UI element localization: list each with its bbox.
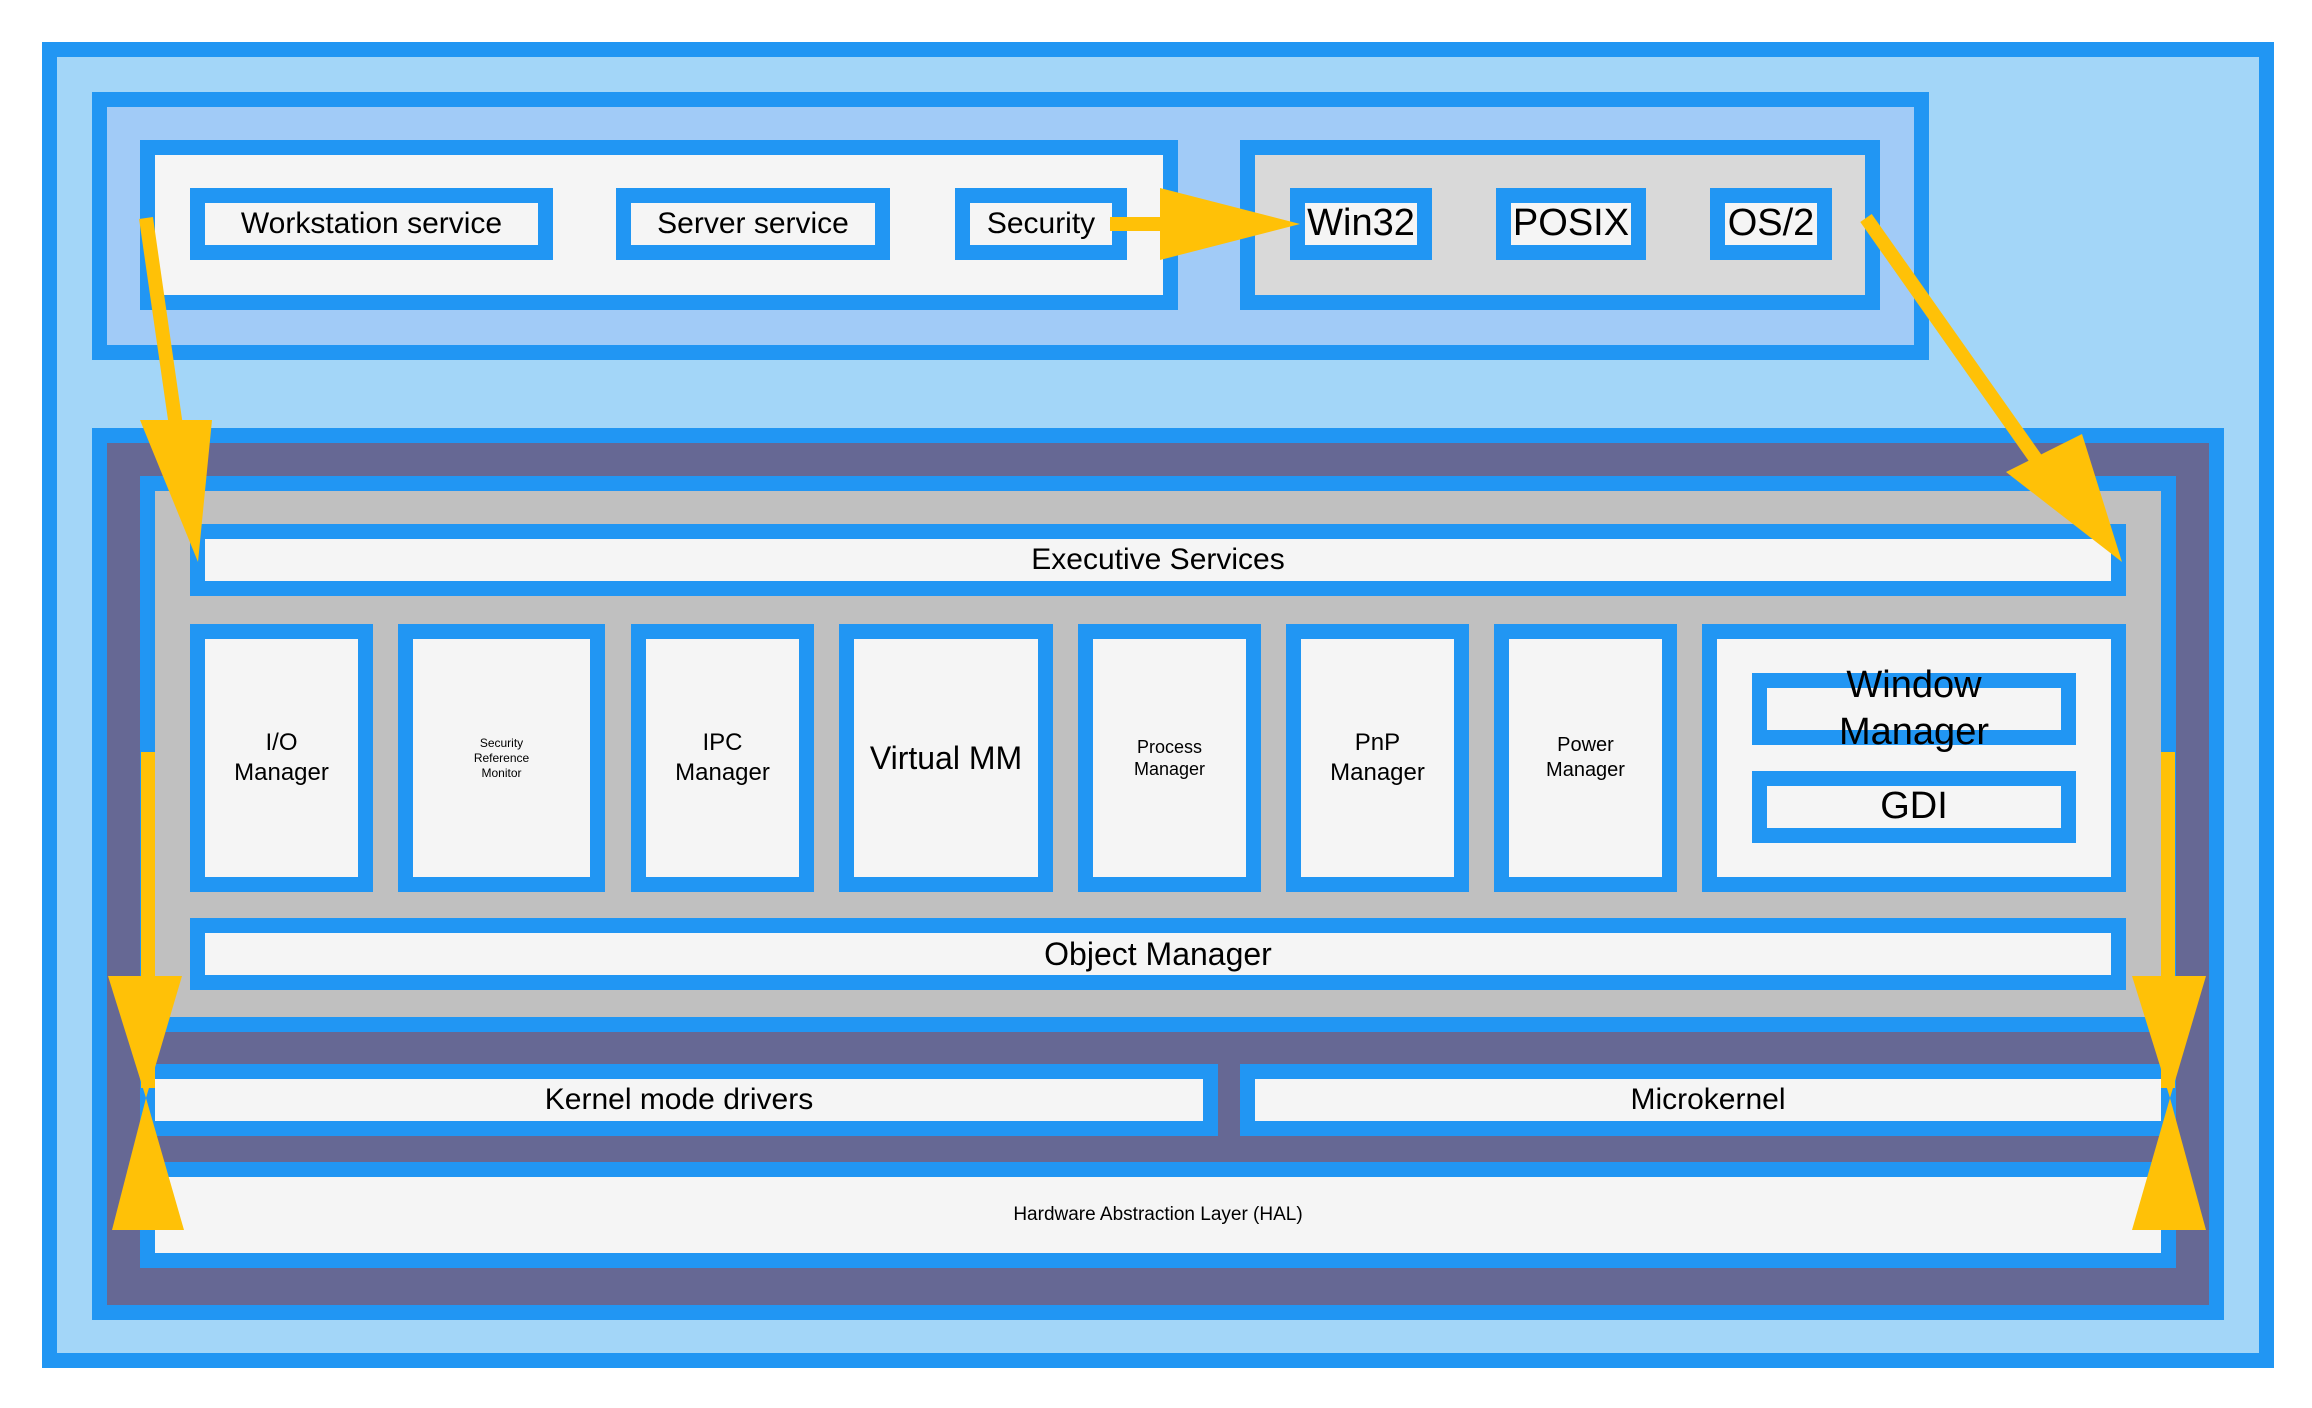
hal-bar: Hardware Abstraction Layer (HAL) <box>140 1162 2176 1268</box>
window-manager-box: Window Manager <box>1752 664 2076 753</box>
kernel-mode-drivers-bar: Kernel mode drivers <box>140 1064 1218 1136</box>
window-manager-label: Window Manager <box>1839 663 1989 754</box>
posix-box: POSIX <box>1496 188 1646 260</box>
gdi-box: GDI <box>1752 771 2076 843</box>
server-service-label: Server service <box>657 207 849 241</box>
kernel-mode-drivers-label: Kernel mode drivers <box>544 1083 814 1117</box>
process-manager-label: Process Manager <box>1133 736 1206 780</box>
microkernel-bar: Microkernel <box>1240 1064 2176 1136</box>
os2-label: OS/2 <box>1727 202 1815 245</box>
io-manager-label: I/O Manager <box>234 729 329 786</box>
pnp-manager-box: PnP Manager <box>1286 624 1469 892</box>
executive-services-label: Executive Services <box>1031 543 1285 577</box>
hal-label: Hardware Abstraction Layer (HAL) <box>1013 1204 1303 1226</box>
workstation-service-box: Workstation service <box>190 188 553 260</box>
power-manager-label: Power Manager <box>1546 734 1625 781</box>
io-manager-box: I/O Manager <box>190 624 373 892</box>
win32k-group-box <box>1702 624 2126 892</box>
virtual-mm-label: Virtual MM <box>869 740 1023 776</box>
os2-box: OS/2 <box>1710 188 1832 260</box>
posix-label: POSIX <box>1512 202 1630 245</box>
security-label: Security <box>986 207 1096 241</box>
win32-label: Win32 <box>1307 202 1415 245</box>
ipc-manager-box: IPC Manager <box>631 624 814 892</box>
win32-box: Win32 <box>1290 188 1432 260</box>
server-service-box: Server service <box>616 188 890 260</box>
microkernel-label: Microkernel <box>1630 1083 1786 1117</box>
virtual-mm-box: Virtual MM <box>839 624 1053 892</box>
object-manager-label: Object Manager <box>1044 936 1272 972</box>
object-manager-bar: Object Manager <box>190 918 2126 990</box>
workstation-service-label: Workstation service <box>240 207 503 241</box>
security-box: Security <box>955 188 1127 260</box>
process-manager-box: Process Manager <box>1078 624 1261 892</box>
security-reference-monitor-box: Security Reference Monitor <box>398 624 605 892</box>
executive-services-bar: Executive Services <box>190 524 2126 596</box>
security-reference-monitor-label: Security Reference Monitor <box>473 735 530 780</box>
gdi-label: GDI <box>1880 785 1948 828</box>
power-manager-box: Power Manager <box>1494 624 1677 892</box>
ipc-manager-label: IPC Manager <box>675 729 770 786</box>
pnp-manager-label: PnP Manager <box>1330 729 1425 786</box>
